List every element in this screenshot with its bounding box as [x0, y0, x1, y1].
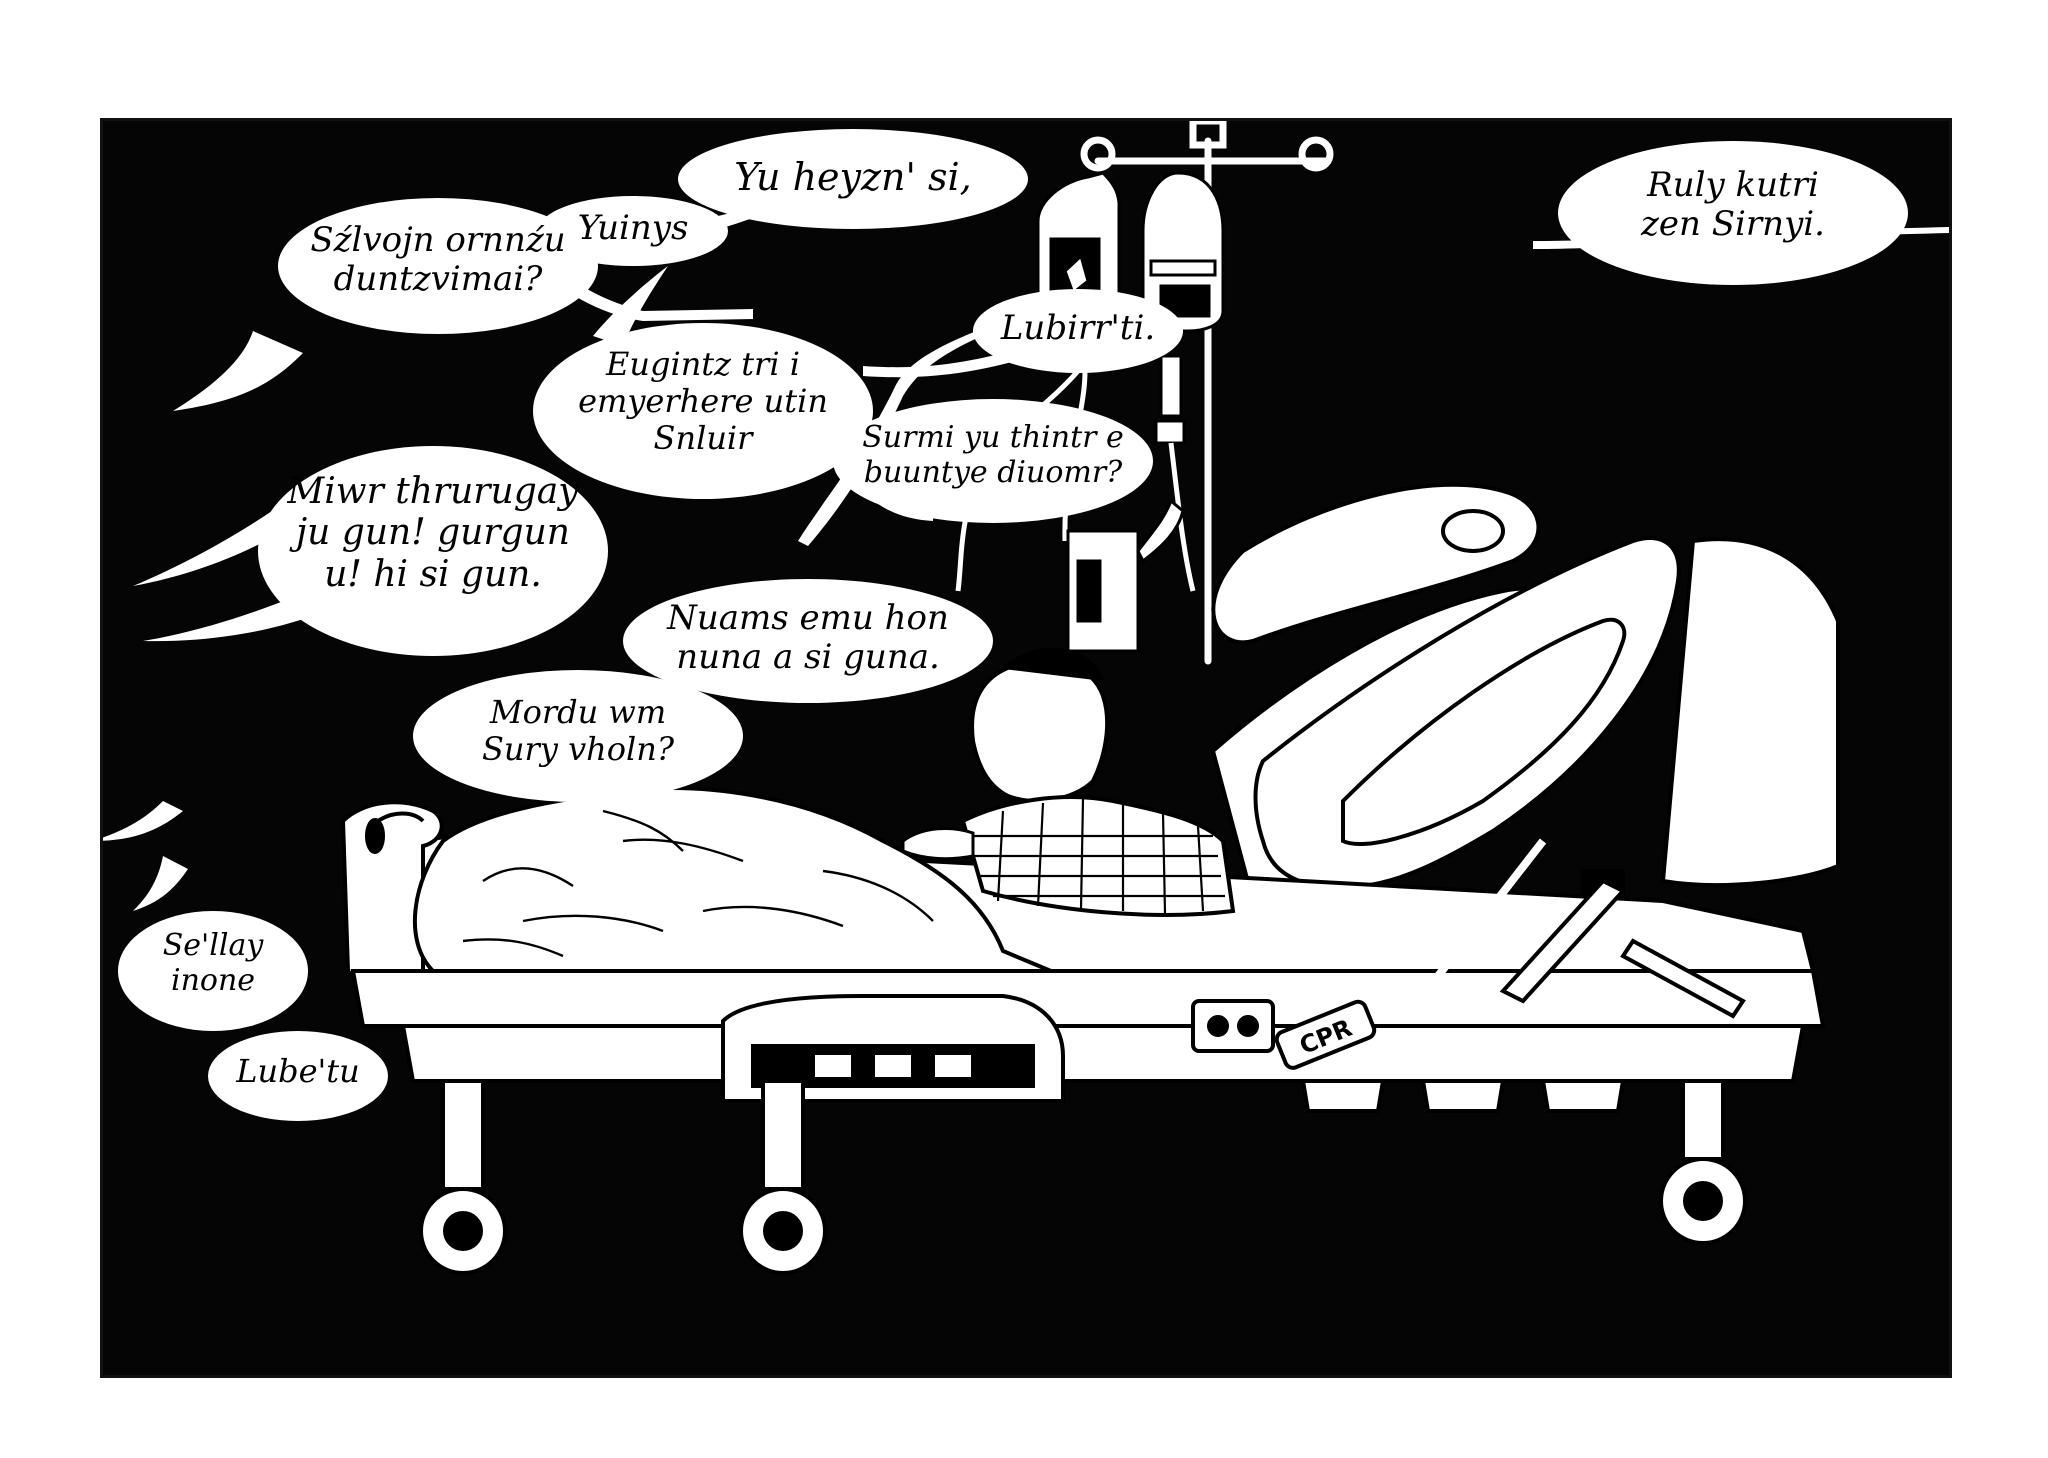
speech-bubble-10: Mordu wm Sury vholn?	[481, 693, 675, 768]
speech-bubble-6: Eugintz tri i emyerhere utin Snluir	[578, 345, 828, 457]
speech-bubble-8: Miwr thrurugay ju gun! gurgun u! hi si g…	[287, 471, 579, 595]
speech-bubble-3: Yu heyzn' si,	[734, 155, 972, 199]
speech-bubble-12: Lube'tu	[236, 1052, 360, 1090]
speech-bubble-2: Yuinys	[577, 208, 689, 248]
speech-bubble-11: Se'llay inone	[162, 928, 264, 998]
speech-bubble-9: Nuams emu hon nuna a si guna.	[667, 598, 949, 678]
speech-bubble-5: Ruly kutri zen Sirnyi.	[1641, 165, 1825, 245]
speech-bubble-4: Lubirr'ti.	[1000, 308, 1156, 348]
hospital-bed-illustration: CPR	[103, 121, 1949, 1275]
comic-panel: CPR	[100, 118, 1952, 1378]
speech-bubble-7: Surmi yu thintr e buuntye diuomr?	[862, 420, 1124, 490]
speech-bubble-1: Sźlvojn ornnźu duntzvimai?	[310, 220, 566, 300]
